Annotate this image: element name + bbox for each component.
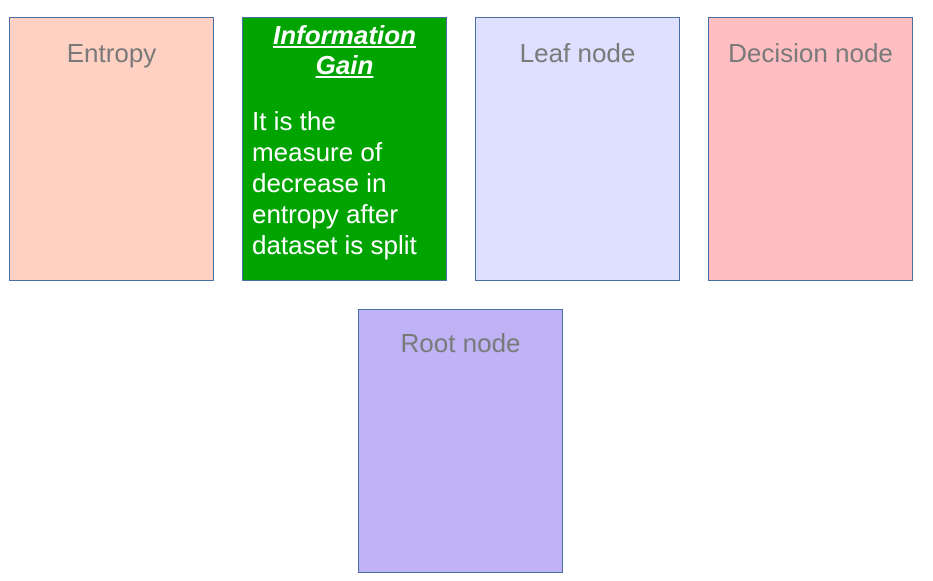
- information-gain-card[interactable]: Information Gain It is the measure of de…: [242, 17, 447, 281]
- leaf-node-card-title: Leaf node: [519, 38, 636, 68]
- entropy-card-title: Entropy: [66, 38, 157, 68]
- information-gain-card-title: Information Gain: [273, 20, 416, 80]
- entropy-card[interactable]: Entropy: [9, 17, 214, 281]
- decision-node-card[interactable]: Decision node: [708, 17, 913, 281]
- information-gain-description: It is the measure of decrease in entropy…: [252, 106, 417, 260]
- root-node-card-title: Root node: [400, 328, 521, 358]
- leaf-node-card[interactable]: Leaf node: [475, 17, 680, 281]
- decision-node-card-title: Decision node: [728, 38, 893, 68]
- root-node-card[interactable]: Root node: [358, 309, 563, 573]
